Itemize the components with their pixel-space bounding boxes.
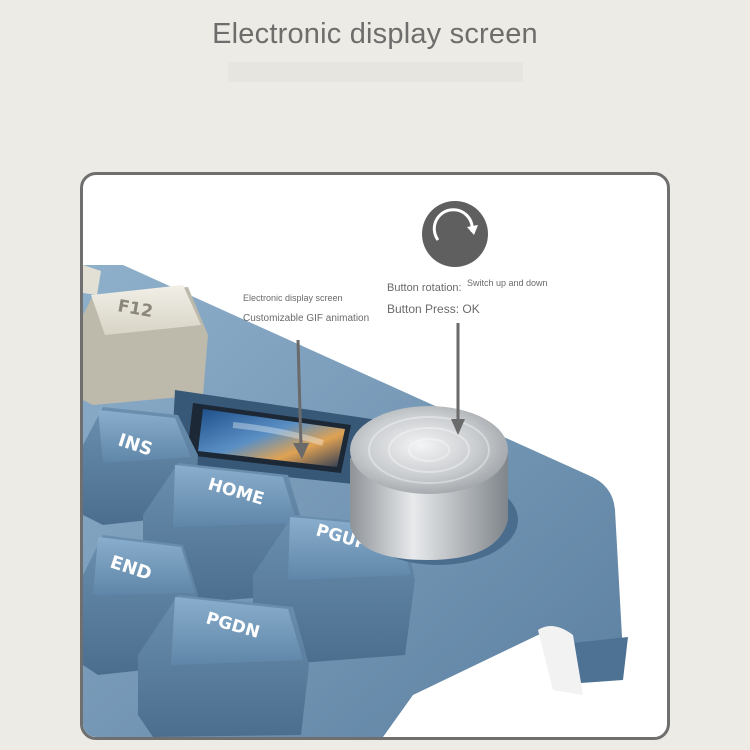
rotary-knob — [350, 406, 508, 560]
keycap-pgdn — [138, 595, 309, 737]
knob-rotation-value: Switch up and down — [467, 278, 548, 288]
keyboard-illustration: F12 INS HOME PGUP EN — [83, 201, 628, 737]
knob-arrow — [451, 323, 465, 435]
title-underline — [228, 62, 523, 82]
display-screen — [171, 390, 378, 485]
product-photo: F12 INS HOME PGUP EN — [80, 172, 670, 740]
page-title: Electronic display screen — [212, 18, 538, 50]
screen-callout-subheading: Customizable GIF animation — [243, 313, 370, 324]
knob-rotation-label: Button rotation: — [387, 282, 462, 294]
screen-callout-heading: Electronic display screen — [243, 293, 343, 303]
rotate-clockwise-icon — [422, 201, 488, 267]
case-cutout — [538, 626, 583, 695]
keycap-f12 — [83, 265, 208, 405]
knob-press-label: Button Press: OK — [387, 302, 480, 316]
screen-arrow — [293, 339, 309, 459]
